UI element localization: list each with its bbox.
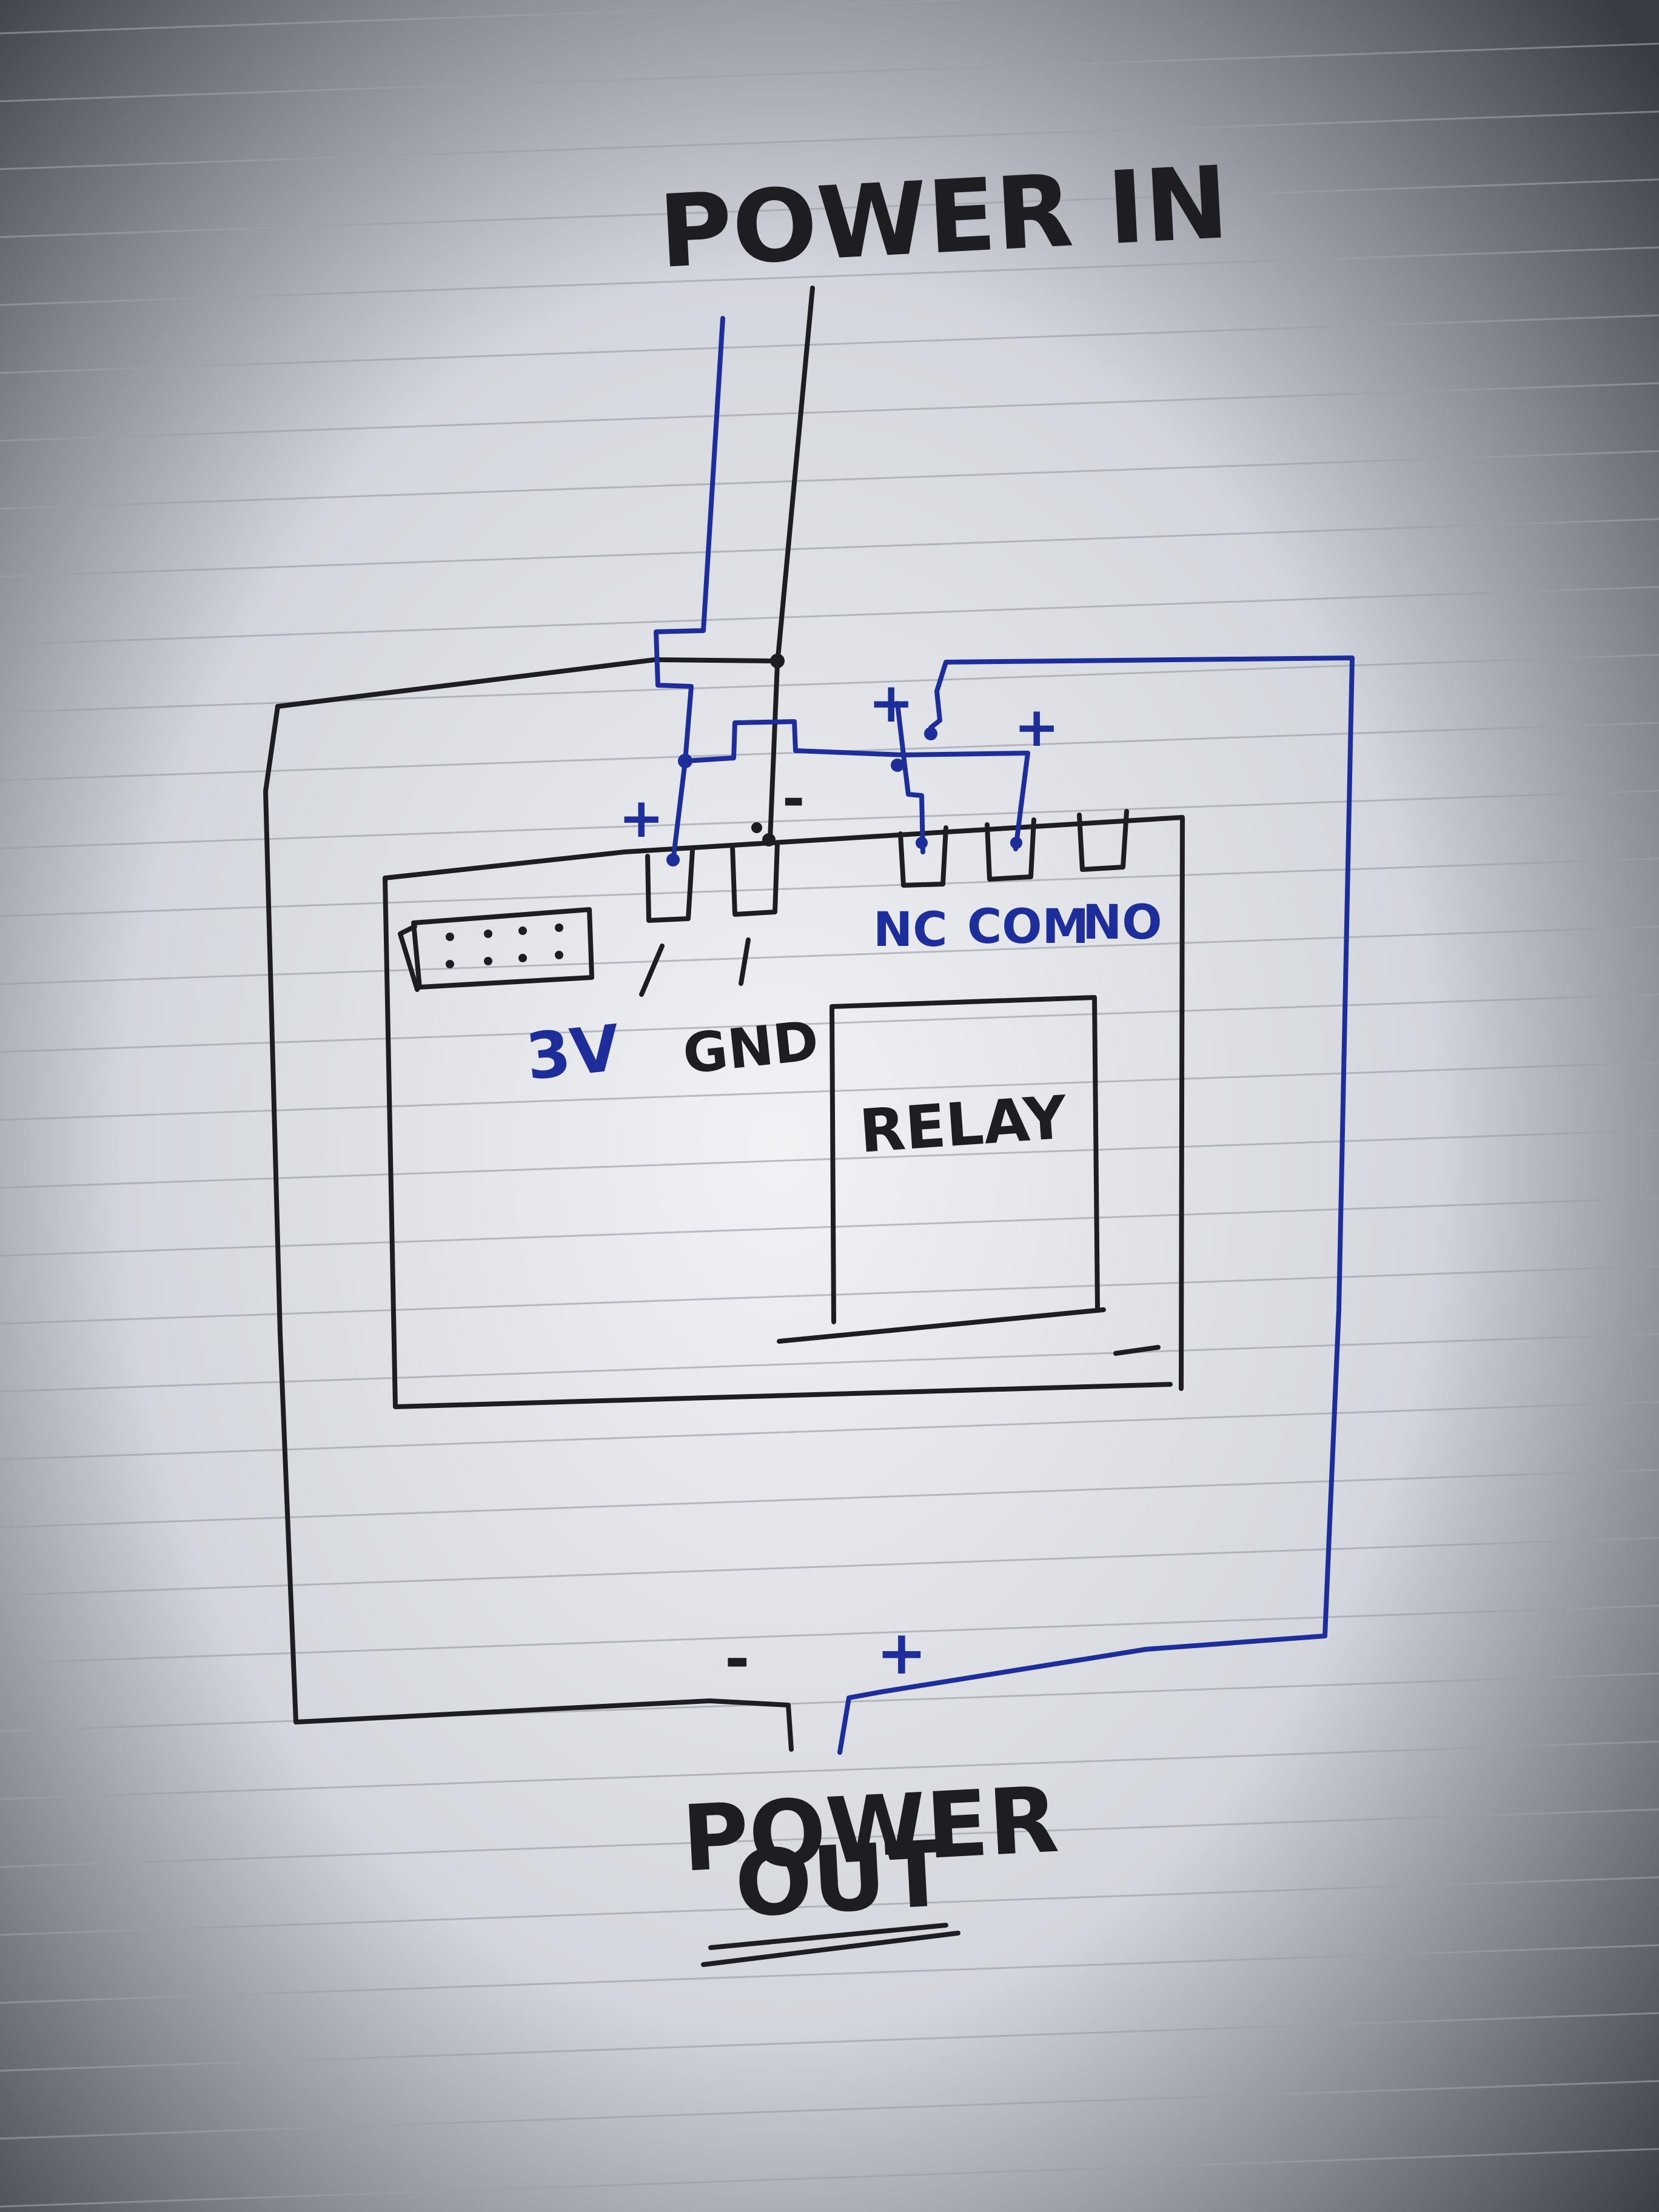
junction-dot xyxy=(678,754,692,768)
terminal-com xyxy=(985,817,1036,882)
ground-loop-bottom xyxy=(293,1698,794,1752)
terminal-no xyxy=(1077,809,1129,872)
positive-loop-right xyxy=(934,655,1355,1638)
ruled-line xyxy=(0,1401,1659,1461)
header-pin xyxy=(555,951,563,959)
ruled-line xyxy=(0,314,1659,374)
plus-sign-out: + xyxy=(876,1617,927,1688)
blue-ink-wiring xyxy=(654,316,1355,1755)
junction-dot xyxy=(770,654,785,668)
junction-dot xyxy=(891,759,904,772)
junction-dots xyxy=(666,727,1022,866)
junction-dot xyxy=(916,837,928,849)
header-pin xyxy=(555,923,563,932)
ruled-line xyxy=(0,2080,1659,2140)
ruled-line xyxy=(0,1333,1659,1393)
header-pin xyxy=(518,927,527,935)
pin-label-com: COM xyxy=(967,900,1089,954)
plus-sign-nc: + xyxy=(868,671,914,735)
relay-label: RELAY xyxy=(857,1083,1070,1167)
ruled-line xyxy=(0,1740,1659,1800)
ruled-line xyxy=(0,1944,1659,2004)
ruled-line xyxy=(0,1672,1659,1732)
ruled-line xyxy=(0,586,1659,646)
ruled-line xyxy=(0,925,1659,985)
ruled-line xyxy=(0,789,1659,850)
header-pin xyxy=(484,957,492,965)
ruled-line xyxy=(0,2012,1659,2072)
terminal-gnd xyxy=(730,840,780,917)
positive-loop-bottom xyxy=(837,1634,1327,1755)
pin-label-no: NO xyxy=(1082,896,1162,950)
header-pin xyxy=(446,960,454,968)
ruled-line xyxy=(0,382,1659,442)
plus-sign-3v: + xyxy=(618,786,664,850)
ruled-line xyxy=(0,178,1659,238)
ruled-line xyxy=(0,42,1659,102)
ruled-line xyxy=(0,1876,1659,1936)
terminal-nc xyxy=(898,825,948,888)
ruled-line xyxy=(0,1537,1659,1597)
pin-label-nc: NC xyxy=(873,903,948,957)
header-pin xyxy=(484,930,492,938)
junction-dot xyxy=(751,822,762,833)
pin-label-3v: 3V xyxy=(523,1011,623,1094)
ruled-line xyxy=(0,993,1659,1053)
ruled-line xyxy=(0,1808,1659,1868)
junction-dot xyxy=(924,727,937,740)
power-out-underline xyxy=(701,1931,960,1967)
ruled-line xyxy=(0,654,1659,714)
ruled-line xyxy=(0,0,987,35)
ruled-line xyxy=(0,450,1659,510)
terminal-3v xyxy=(645,848,695,923)
power-out-label-line2: OUT xyxy=(732,1822,951,1938)
black-dots xyxy=(446,654,785,968)
pin-header xyxy=(411,907,594,990)
ruled-line xyxy=(0,857,1659,917)
black-ink-wiring xyxy=(263,286,1185,1967)
pin-label-gnd: GND xyxy=(680,1009,822,1087)
junction-dot xyxy=(666,853,680,866)
relay-box xyxy=(830,995,1100,1312)
ruled-line xyxy=(0,2148,1659,2208)
board-outline xyxy=(383,850,627,880)
ruled-line xyxy=(0,518,1659,578)
power-out-label-line1: POWER xyxy=(680,1768,1061,1892)
labels: POWER IN + - + + 3V GND NC COM NO RELAY … xyxy=(523,144,1232,1938)
minus-sign-out: - xyxy=(725,1623,750,1694)
ruled-line xyxy=(0,1604,1659,1664)
header-pin xyxy=(518,954,527,962)
board-top-edge xyxy=(622,815,1185,1391)
ground-loop-left xyxy=(263,704,298,1724)
header-pin xyxy=(446,933,454,941)
plus-sign-com: + xyxy=(1014,695,1059,759)
minus-sign-gnd: - xyxy=(782,767,805,831)
ruled-line xyxy=(0,110,1659,170)
ruled-line xyxy=(0,246,1659,306)
ruled-line xyxy=(0,1469,1659,1529)
ruled-line xyxy=(0,1265,1659,1325)
junction-dot xyxy=(1010,837,1022,849)
junction-dot xyxy=(762,833,776,846)
